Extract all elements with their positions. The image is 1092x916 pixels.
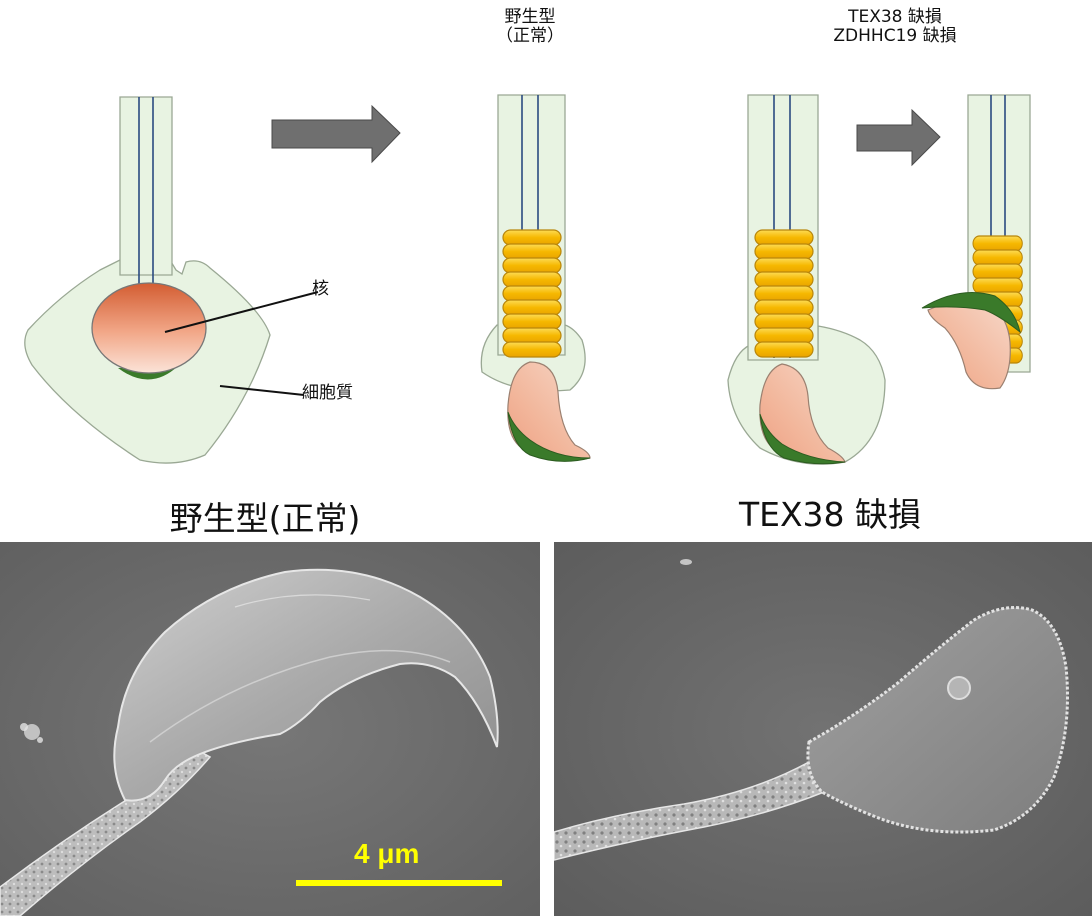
nucleus <box>91 282 207 374</box>
wildtype-title: 野生型(正常) <box>169 499 361 538</box>
acrosome <box>921 291 1021 334</box>
nucleus-pointer <box>164 291 319 333</box>
wildtype-small-title: 野生型 （正常） <box>470 8 590 46</box>
acrosome <box>759 413 846 465</box>
deficient-elongated-spermatid <box>727 94 886 465</box>
progression-arrow-2 <box>856 108 941 167</box>
deficient-detached-head <box>921 94 1031 390</box>
deficient-title: TEX38 缺損 <box>738 495 922 534</box>
mitochondrial-sheath <box>502 229 562 358</box>
flagellum-tube <box>119 96 173 276</box>
wildtype-elongated-spermatid <box>480 94 591 462</box>
round-spermatid <box>24 96 319 464</box>
sem-image-wildtype: 4 μm <box>0 542 540 916</box>
deficient-small-title-line1: TEX38 缺損 <box>848 7 942 27</box>
deficient-small-title-line2: ZDHHC19 缺損 <box>833 26 957 46</box>
mitochondrial-sheath <box>754 229 814 358</box>
cytoplasm-label: 細胞質 <box>302 383 353 403</box>
progression-arrow-1 <box>271 104 401 164</box>
sem-image-deficient <box>554 542 1092 916</box>
scale-bar <box>296 880 502 886</box>
spermiogenesis-diagram <box>24 94 1031 465</box>
cytoplasm-pointer <box>219 385 305 396</box>
acrosome <box>507 411 591 462</box>
wildtype-small-title-line1: 野生型 <box>504 7 556 27</box>
deficient-small-title: TEX38 缺損 ZDHHC19 缺損 <box>800 8 990 46</box>
sperm-head <box>806 606 1069 834</box>
scale-bar-label: 4 μm <box>354 838 420 869</box>
nucleus-label: 核 <box>312 279 329 299</box>
sperm-head <box>113 568 499 802</box>
wildtype-small-title-line2: （正常） <box>496 26 564 46</box>
